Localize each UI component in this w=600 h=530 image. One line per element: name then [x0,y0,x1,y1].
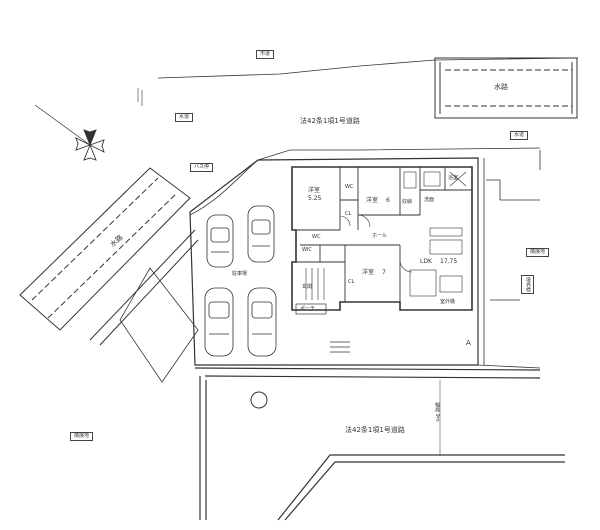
closet-1-label: CL [345,211,352,217]
room-3-size: 7 [382,269,386,276]
wic-label: WIC [302,247,312,253]
tag-left-top: 水道 [175,113,194,122]
tag-top-center: 市道 [256,50,275,59]
hall-label: ホール [372,233,388,239]
car-4 [247,287,277,357]
room-4-size: 17.75 [440,258,458,265]
porch-label: ポーチ [300,306,316,312]
entrance-label: 玄関 [302,284,313,290]
road-north-label: 法42条1項1号道路 [300,117,360,125]
storage-label: 収納 [402,199,413,205]
waterway-top-label: 水路 [494,83,508,91]
room-1-name: 洋室 [308,187,321,194]
site-boundary [189,157,479,366]
aircon-label: 室外機 [440,299,456,305]
porch-steps [295,303,350,353]
manhole [250,391,268,409]
road-width-label: 幅員 9m [434,402,440,422]
road-north-edge-bottom [257,147,541,161]
wc-1-label: WC [345,184,354,190]
room-4-name: LDK [420,258,432,265]
car-1 [206,214,234,268]
marker-a: A [466,339,471,347]
closet-2-label: CL [348,279,355,285]
tag-right-top: 水道 [510,131,529,140]
bath-label: 浴室 [448,175,459,181]
tag-bottom-left: 隣接地 [70,432,94,441]
room-3-name: 洋室 [362,269,375,276]
room-2-size: 6 [386,197,390,204]
adjacent-lot [119,267,199,383]
tag-bus-stop: バス停 [190,163,214,172]
waterway-top [434,57,578,119]
tag-right-mid: 隣接地 [526,248,550,257]
tag-right-side: 境界標 [521,275,534,294]
right-strip [477,150,541,369]
road-north-edge-top [157,57,579,79]
wc-2-label: WC [312,234,321,240]
waterway-left [19,167,199,346]
interior-walls [292,167,472,302]
road-south-label: 法42条1項1号道路 [345,426,405,434]
room-1-size: 5.25 [308,195,322,202]
road-south [194,367,565,521]
room-2-name: 洋室 [366,197,379,204]
car-3 [204,287,234,357]
car-2 [247,205,275,263]
parking-label: 駐車場 [232,271,248,277]
north-compass-icon [34,104,105,161]
fixtures [305,171,467,300]
wash-label: 洗面 [424,197,435,203]
